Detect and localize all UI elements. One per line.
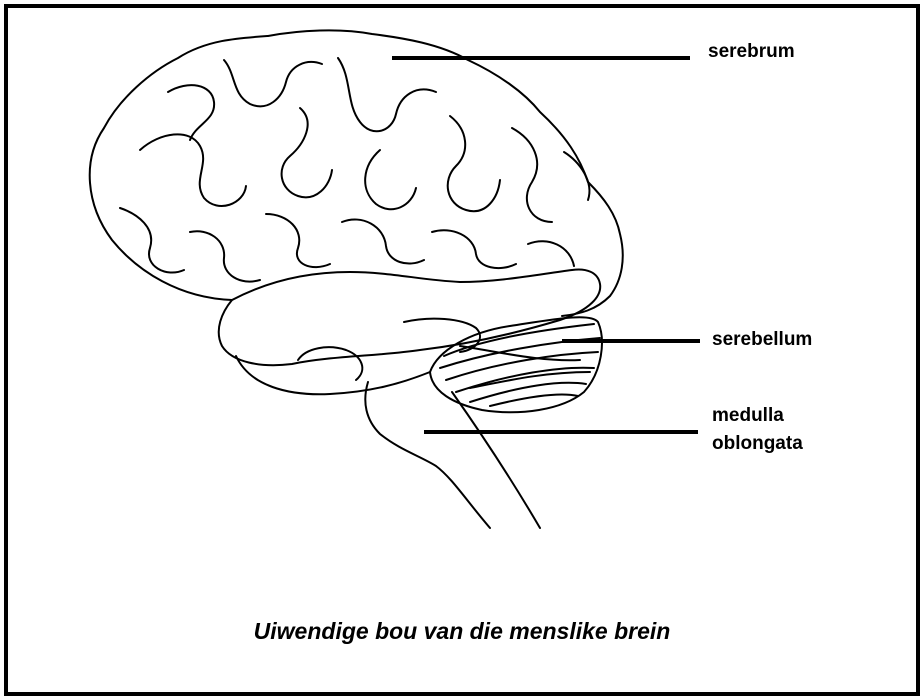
- temporal-base: [236, 356, 430, 394]
- medulla-label-line1: medulla: [712, 404, 784, 428]
- brainstem: [365, 382, 490, 528]
- diagram-caption: Uiwendige bou van die menslike brein: [0, 618, 924, 645]
- cerebrum-gyrus: [140, 134, 246, 206]
- serebellum-label: serebellum: [712, 328, 812, 352]
- temporal-lobe: [219, 270, 600, 366]
- medulla-label-line2: oblongata: [712, 432, 803, 456]
- serebrum-label: serebrum: [708, 40, 795, 64]
